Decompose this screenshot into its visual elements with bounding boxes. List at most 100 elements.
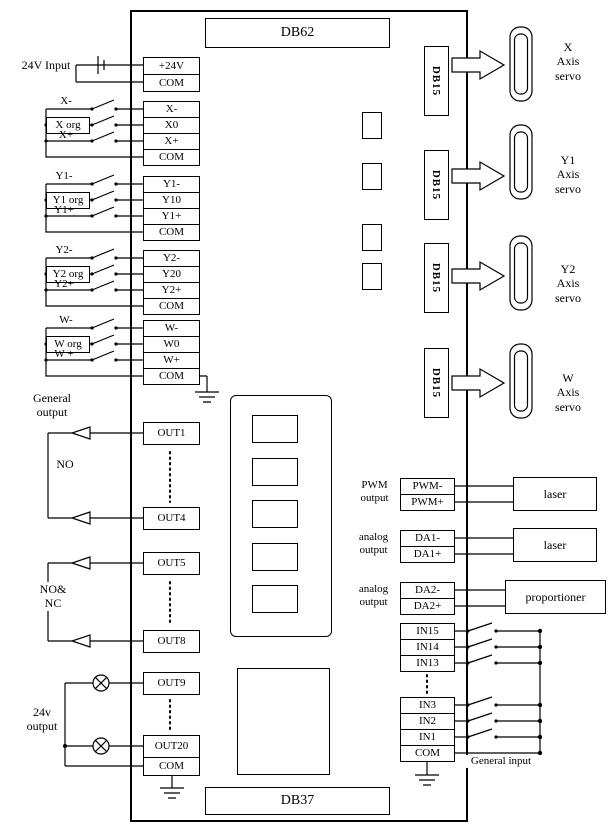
terminal-x-plus: X+ — [143, 133, 200, 150]
terminal-w-plus: W+ — [143, 352, 200, 369]
relay-block — [252, 458, 298, 486]
db15-label: DB15 — [430, 367, 443, 399]
block-arrow-icon — [451, 49, 506, 81]
terminal-out20: OUT20 — [143, 735, 200, 758]
analog-output2-label: analog output — [358, 583, 389, 609]
terminal-in1: IN1 — [400, 729, 455, 746]
terminal-w0: W0 — [143, 336, 200, 353]
block-arrow-icon — [451, 260, 506, 292]
ground-icon — [195, 375, 219, 403]
switch-lever-icon — [91, 248, 115, 291]
terminal-pwm-minus: PWM- — [400, 478, 455, 495]
battery-icon — [97, 56, 105, 74]
power-input-wiring — [75, 56, 143, 83]
terminal-in14: IN14 — [400, 639, 455, 656]
terminal-24v-com: COM — [143, 74, 200, 92]
output-arrow-icon — [70, 426, 91, 440]
servo-label-w: W Axis servo — [555, 371, 581, 414]
block-arrow-icon — [451, 160, 506, 192]
switch-label-x-plus: X+ — [58, 129, 74, 141]
db15-label: DB15 — [430, 169, 443, 201]
terminal-24v: +24V — [143, 57, 200, 75]
terminal-y1-com: COM — [143, 224, 200, 241]
relay-block — [252, 585, 298, 613]
terminal-in15: IN15 — [400, 623, 455, 640]
terminal-out5: OUT5 — [143, 552, 200, 575]
servo-label-x: X Axis servo — [555, 40, 581, 83]
switch-label-y1-org: Y1 org — [46, 192, 90, 209]
db15-connector-x: DB15 — [424, 46, 449, 116]
db15-connector-y2: DB15 — [424, 243, 449, 313]
terminal-w-minus: W- — [143, 320, 200, 337]
terminal-in3: IN3 — [400, 697, 455, 714]
ground-icon — [415, 762, 439, 786]
servo-label-y2: Y2 Axis servo — [555, 262, 581, 305]
module-block — [237, 668, 330, 775]
v24-output-label: 24v output — [26, 705, 58, 734]
terminal-y1-minus: Y1- — [143, 176, 200, 193]
pwm-output-label: PWM output — [360, 479, 389, 505]
switch-label-y2-plus: Y2+ — [54, 278, 74, 290]
driver-block — [362, 163, 382, 190]
terminal-y2-plus: Y2+ — [143, 282, 200, 299]
power-input-label: 24V Input — [21, 58, 71, 72]
db15-connector-y1: DB15 — [424, 150, 449, 220]
analog-output1-label: analog output — [358, 531, 389, 557]
switch-lever-icon — [467, 622, 493, 738]
db37-connector: DB37 — [205, 787, 390, 815]
laser-box: laser — [513, 477, 597, 511]
terminal-y10: Y10 — [143, 192, 200, 209]
terminal-y20: Y20 — [143, 266, 200, 283]
general-input-wiring — [455, 622, 543, 756]
relay-block — [252, 415, 298, 443]
terminal-out-com: COM — [143, 757, 200, 776]
terminal-w-com: COM — [143, 368, 200, 385]
output-arrow-icon — [70, 634, 91, 648]
terminal-out9: OUT9 — [143, 672, 200, 695]
terminal-da2-plus: DA2+ — [400, 598, 455, 615]
general-input-label: General input — [458, 755, 544, 769]
switch-lever-icon — [91, 174, 115, 217]
servo-connectors — [509, 26, 533, 419]
db15-label: DB15 — [430, 65, 443, 97]
switch-label-y2-minus: Y2- — [55, 244, 73, 256]
terminal-pwm-plus: PWM+ — [400, 494, 455, 511]
terminal-out1: OUT1 — [143, 422, 200, 445]
terminal-in-com: COM — [400, 745, 455, 762]
terminal-out4: OUT4 — [143, 507, 200, 530]
terminal-da1-minus: DA1- — [400, 530, 455, 547]
driver-block — [362, 112, 382, 139]
no-label: NO — [56, 457, 74, 471]
switch-label-y2-org: Y2 org — [46, 266, 90, 283]
terminal-y1-plus: Y1+ — [143, 208, 200, 225]
switch-label-y1-plus: Y1+ — [54, 204, 74, 216]
switch-label-w-minus: W- — [59, 314, 73, 326]
block-arrow-icon — [451, 367, 506, 399]
terminal-out8: OUT8 — [143, 630, 200, 653]
no-nc-label: NO& NC — [36, 582, 70, 611]
driver-block — [362, 224, 382, 251]
output-arrow-icon — [70, 511, 91, 525]
relay-block — [252, 543, 298, 571]
laser-wiring — [455, 485, 513, 607]
driver-block — [362, 263, 382, 290]
switch-label-w-org: W org — [46, 336, 90, 353]
terminal-x-com: COM — [143, 149, 200, 166]
terminal-in13: IN13 — [400, 655, 455, 672]
servo-arrows — [451, 49, 506, 399]
db62-connector: DB62 — [205, 18, 390, 48]
dotted-continuation — [169, 451, 428, 731]
db15-connector-w: DB15 — [424, 348, 449, 418]
laser-box: laser — [513, 528, 597, 562]
servo-label-y1: Y1 Axis servo — [555, 153, 581, 196]
switch-lever-icon — [91, 318, 115, 361]
switch-lever-icon — [91, 99, 115, 142]
relay-block — [252, 500, 298, 528]
terminal-y2-minus: Y2- — [143, 250, 200, 267]
switch-label-x-org: X org — [46, 117, 90, 134]
terminal-x0: X0 — [143, 117, 200, 134]
general-output-label: General output — [33, 391, 71, 420]
switch-label-w-plus: W + — [54, 348, 74, 360]
